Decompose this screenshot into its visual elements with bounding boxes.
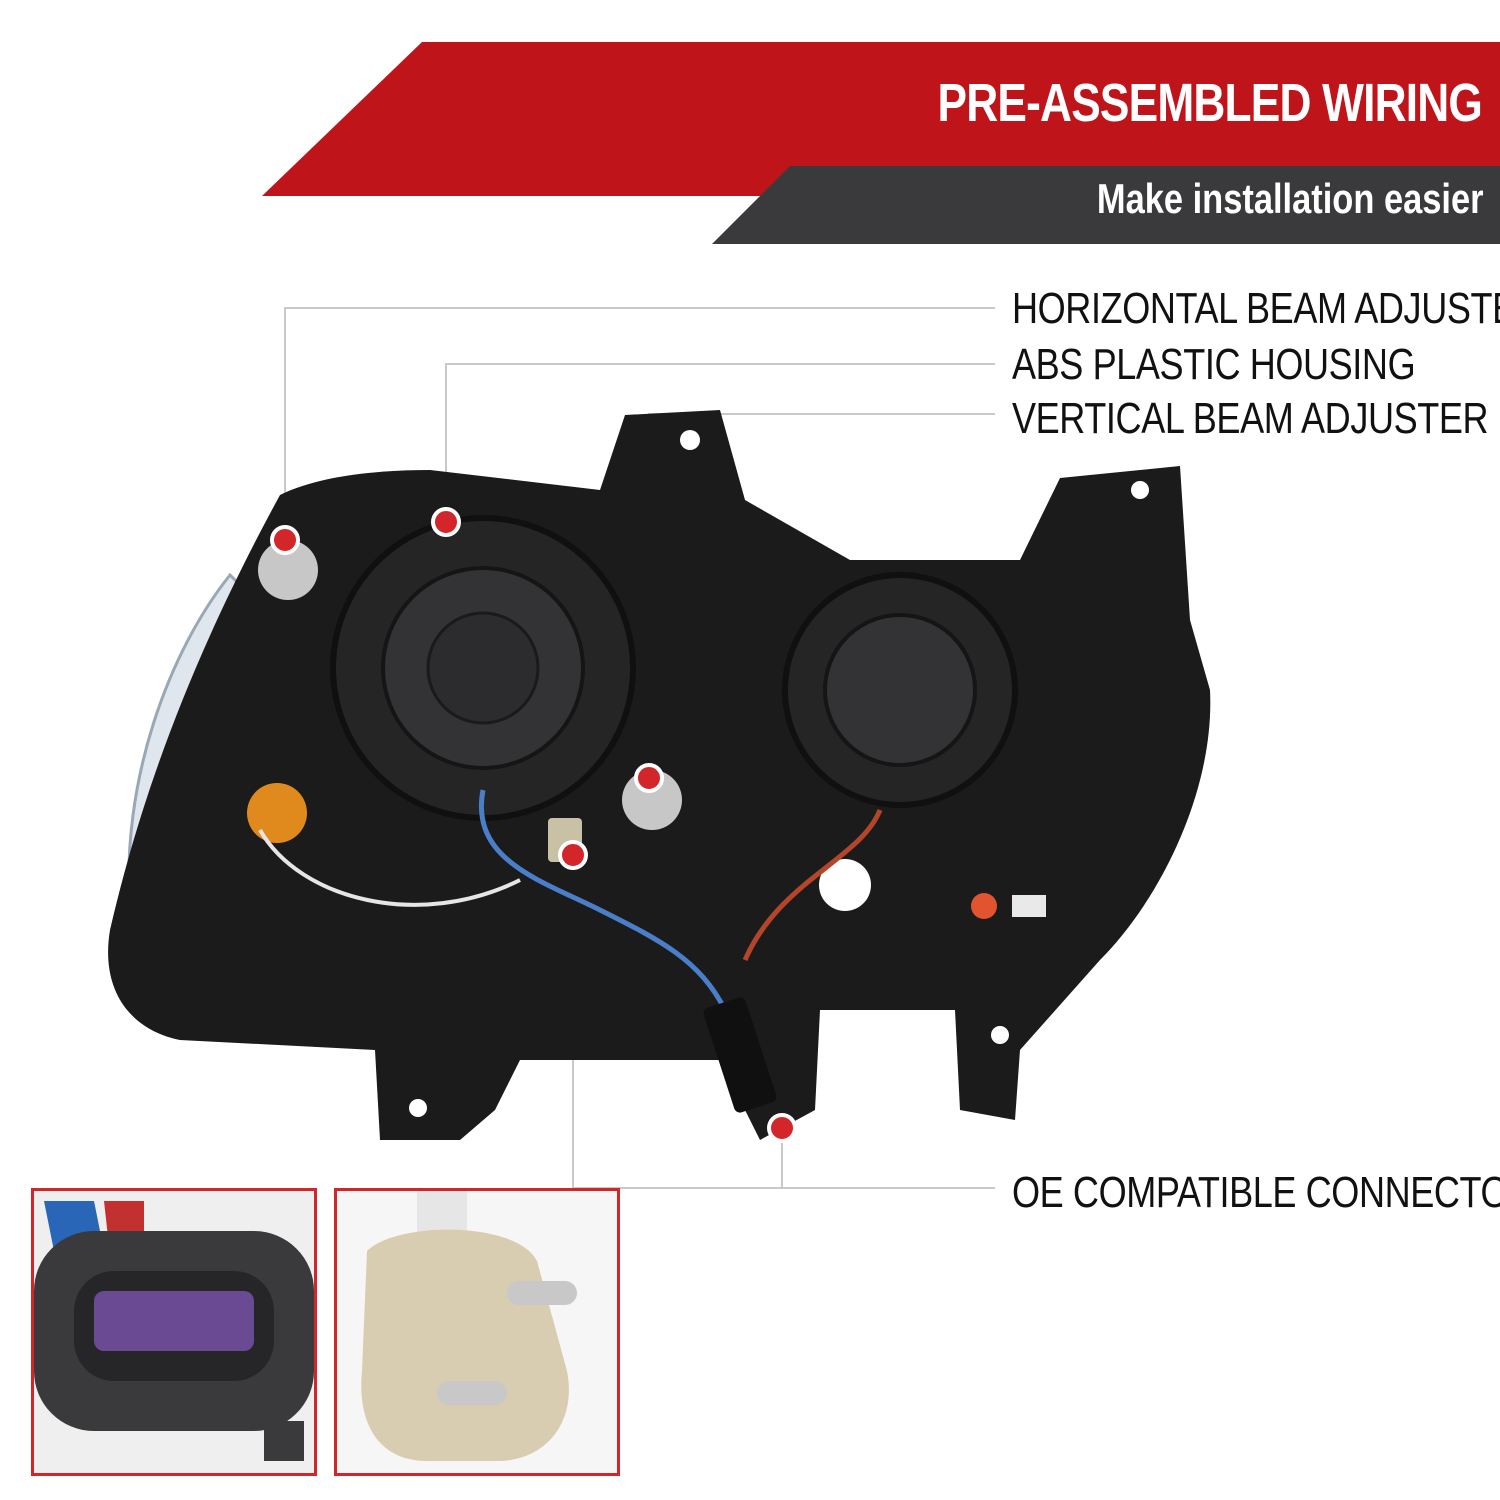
connector-marker-right: [767, 1113, 797, 1143]
mount-hole-top: [680, 430, 700, 450]
amber-reflector: [247, 783, 307, 843]
harness-connector-image: [34, 1191, 314, 1473]
vertical-beam-adjuster-marker: [634, 763, 664, 793]
mount-hole-right: [1131, 481, 1149, 499]
high-beam-cap: [823, 613, 977, 767]
header-red-band: [262, 42, 1500, 196]
wedge-bulb-socket-inset: [334, 1188, 620, 1476]
wedge-socket-image: [337, 1191, 617, 1473]
horizontal-beam-adjuster: [258, 540, 318, 600]
connector-pins-image: [94, 1291, 254, 1351]
terminal-bottom-image: [437, 1381, 507, 1405]
low-beam-cap-center: [426, 611, 540, 725]
qc-sticker: [1012, 895, 1046, 917]
wire-connector: [703, 997, 777, 1113]
mount-hole-bottom-left: [409, 1099, 427, 1117]
feature-horizontal-beam-adjuster: HORIZONTAL BEAM ADJUSTER: [1012, 284, 1500, 333]
page-subtitle: Make installation easier: [1097, 175, 1484, 222]
callout-markers: [270, 507, 797, 1143]
header-gray-band: [712, 166, 1500, 244]
vent-hole: [819, 859, 871, 911]
connector-marker-left: [558, 840, 588, 870]
marker-wire: [258, 829, 521, 907]
feature-abs-housing: ABS PLASTIC HOUSING: [1012, 340, 1416, 389]
connector-latch-image: [264, 1421, 304, 1461]
feature-vertical-beam-adjuster: VERTICAL BEAM ADJUSTER: [1012, 394, 1489, 443]
harness-connector-inset: [31, 1188, 317, 1476]
blue-wire: [478, 789, 728, 1012]
callout-line-horizontal: [284, 307, 995, 540]
socket-body-image: [361, 1229, 569, 1461]
callout-line-housing: [445, 363, 995, 522]
page-title: PRE-ASSEMBLED WIRING: [937, 73, 1482, 133]
feature-oe-connectors: OE COMPATIBLE CONNECTORS: [1012, 1168, 1500, 1217]
horizontal-beam-adjuster-marker: [270, 525, 300, 555]
harness-wire: [742, 809, 883, 962]
qc-dot: [971, 893, 997, 919]
mount-hole-bottom-right: [991, 1026, 1009, 1044]
terminal-top-image: [507, 1281, 577, 1305]
abs-housing-marker: [431, 507, 461, 537]
